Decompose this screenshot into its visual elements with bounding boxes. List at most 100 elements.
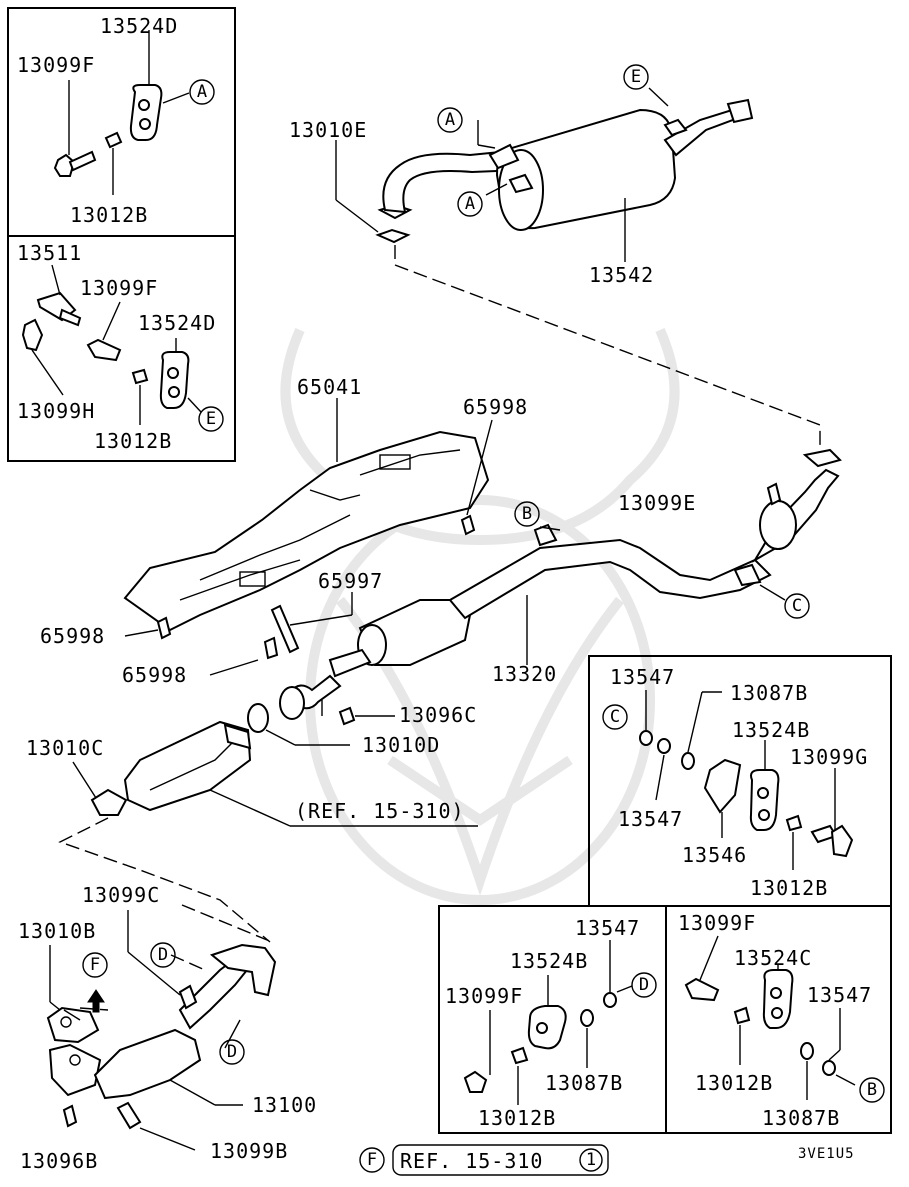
part-labels: 13524D 13099F 13012B 13511 13099F 13524D… (17, 14, 872, 1173)
nut-13547-d (603, 992, 617, 1008)
bracket-65997 (270, 604, 300, 654)
gasket-13010C (90, 788, 128, 816)
front-arrow-icon (87, 989, 105, 1013)
label-13546: 13546 (682, 843, 747, 867)
inset-box-b (665, 905, 892, 1134)
label-13524B: 13524B (732, 718, 810, 742)
inset-box-e (7, 235, 236, 462)
washer-13087B-b (800, 1042, 814, 1060)
label-65997: 65997 (318, 569, 383, 593)
label-13087B: 13087B (730, 681, 808, 705)
label-13099B: 13099B (210, 1139, 288, 1163)
label-13012B: 13012B (695, 1071, 773, 1095)
rubber-hanger-13524D-e (159, 351, 190, 409)
rubber-hanger-13524B-d (527, 1005, 567, 1050)
label-13524D: 13524D (138, 311, 216, 335)
label-13100: 13100 (252, 1093, 317, 1117)
washer-13087B-d (580, 1009, 594, 1027)
label-13012B: 13012B (70, 203, 148, 227)
nut-13547-c2 (657, 738, 671, 754)
callout-C: C (610, 707, 620, 727)
bracket-13511 (36, 291, 82, 327)
label-13010C: 13010C (26, 736, 104, 760)
label-13524B: 13524B (510, 949, 588, 973)
label-13010B: 13010B (18, 919, 96, 943)
bolt-13099F (53, 150, 97, 177)
rubber-hanger-13524B-c (749, 769, 780, 831)
label-13096C: 13096C (399, 703, 477, 727)
spacer-13012B-c (785, 814, 803, 832)
spacer-13012B (104, 131, 123, 149)
label-13099F: 13099F (445, 984, 523, 1008)
callout-A: A (197, 82, 207, 102)
bolt-13099F-e (86, 338, 122, 362)
label-13010D: 13010D (362, 733, 440, 757)
callout-B: B (522, 504, 532, 524)
label-65041: 65041 (297, 375, 362, 399)
nut-13096B (62, 1104, 78, 1128)
bolt-65998-b (156, 616, 172, 640)
callout-F: F (90, 955, 100, 975)
label-13511: 13511 (17, 241, 82, 265)
label-13099G: 13099G (790, 745, 868, 769)
label-13524C: 13524C (734, 946, 812, 970)
catalytic-converter (123, 720, 252, 812)
inset-hanger-a (7, 7, 236, 462)
nut-13096C (338, 706, 356, 726)
bracket-13546 (703, 758, 742, 814)
center-pipe-13320 (247, 448, 842, 733)
nut-13547-c1 (639, 730, 653, 746)
bolt-13099B (116, 1101, 142, 1130)
callout-A: A (465, 194, 475, 214)
bolt-13099E (766, 482, 782, 506)
bolt-13099F-d (463, 1070, 488, 1093)
spacer-13012B-b (733, 1006, 751, 1025)
label-13547: 13547 (618, 807, 683, 831)
label-13012B: 13012B (478, 1106, 556, 1130)
bolt-13099G (810, 824, 854, 858)
label-13099H: 13099H (17, 399, 95, 423)
rubber-hanger-13524C (762, 969, 794, 1029)
label-13010E: 13010E (289, 118, 367, 142)
label-13099E: 13099E (618, 491, 696, 515)
connection-line-13010E (394, 245, 821, 450)
label-65998: 65998 (122, 663, 187, 687)
footer-ref-circle: 1 (586, 1150, 596, 1170)
callout-B: B (867, 1080, 877, 1100)
label-13320: 13320 (492, 662, 557, 686)
label-13099F: 13099F (17, 53, 95, 77)
muffler-13542 (375, 98, 754, 244)
gasket-13010E (375, 228, 411, 244)
callout-E: E (631, 67, 641, 87)
bolt-13099H (21, 318, 44, 352)
label-13524D: 13524D (100, 14, 178, 38)
callout-D: D (639, 975, 649, 995)
spacer-13012B-d (510, 1046, 529, 1065)
label-13087B: 13087B (545, 1071, 623, 1095)
label-13547: 13547 (807, 983, 872, 1007)
callout-A: A (445, 110, 455, 130)
label-13012B: 13012B (94, 429, 172, 453)
callout-C: C (792, 596, 802, 616)
callouts: A E A A E B C C D D D B F (82, 64, 885, 1103)
footer-callout-F: F (367, 1150, 377, 1170)
label-13012B: 13012B (750, 876, 828, 900)
bolt-65998-c (263, 636, 279, 660)
front-pipe-13100 (46, 943, 277, 1100)
spacer-13012B-e (131, 368, 149, 385)
label-13547: 13547 (610, 665, 675, 689)
washer-13087B-c (681, 752, 695, 770)
label-13099F: 13099F (678, 911, 756, 935)
callout-E: E (206, 409, 216, 429)
bolt-13099F-b (684, 977, 720, 1002)
label-13087B: 13087B (762, 1106, 840, 1130)
label-13096B: 13096B (20, 1149, 98, 1173)
footer-ref-text: REF. 15-310 (400, 1149, 543, 1173)
gasket-13010D (279, 686, 305, 720)
bolt-65998-a (460, 514, 476, 536)
diagram-code: 3VE1U5 (798, 1146, 855, 1162)
label-13099C: 13099C (82, 883, 160, 907)
inset-box-a (7, 7, 236, 237)
label-13547: 13547 (575, 916, 640, 940)
label-65998: 65998 (40, 624, 105, 648)
